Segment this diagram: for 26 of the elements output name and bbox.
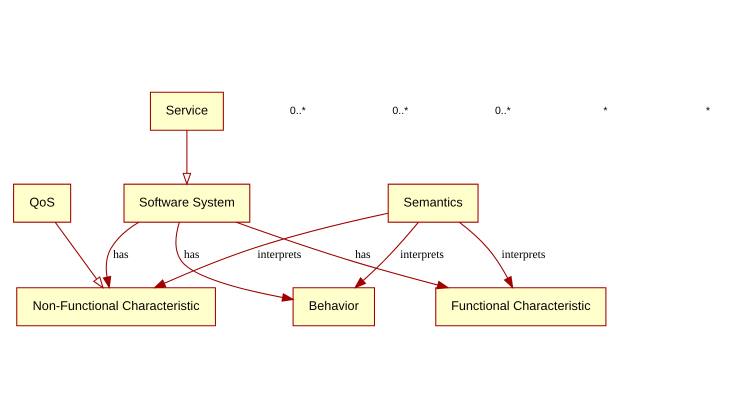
edge-label: interprets (400, 248, 444, 261)
node-box: Behavior (292, 287, 375, 326)
node-box: Software System (123, 184, 250, 223)
arrow (236, 222, 450, 290)
label: * (603, 104, 608, 117)
arrow (459, 222, 514, 290)
edge-label: has (355, 248, 371, 261)
label: 0..* (392, 104, 408, 117)
label: * (706, 104, 710, 117)
node-box: QoS (13, 184, 72, 223)
label: 0..* (290, 104, 306, 117)
arrow (182, 130, 192, 186)
node-box: Functional Characteristic (435, 287, 606, 326)
edge-label: interprets (257, 248, 302, 261)
arrow (153, 212, 388, 288)
arrow (354, 222, 419, 289)
arrow (102, 222, 139, 290)
node-box: Semantics (388, 184, 479, 223)
node-box: Non-Functional Characteristic (16, 287, 216, 326)
edge-label: has (184, 248, 200, 261)
arrow (175, 222, 295, 302)
arrow (54, 222, 104, 289)
edge-label: interprets (502, 248, 546, 261)
edge-label: has (113, 248, 129, 261)
label: 0..* (494, 104, 511, 117)
node-box: Service (150, 92, 224, 131)
